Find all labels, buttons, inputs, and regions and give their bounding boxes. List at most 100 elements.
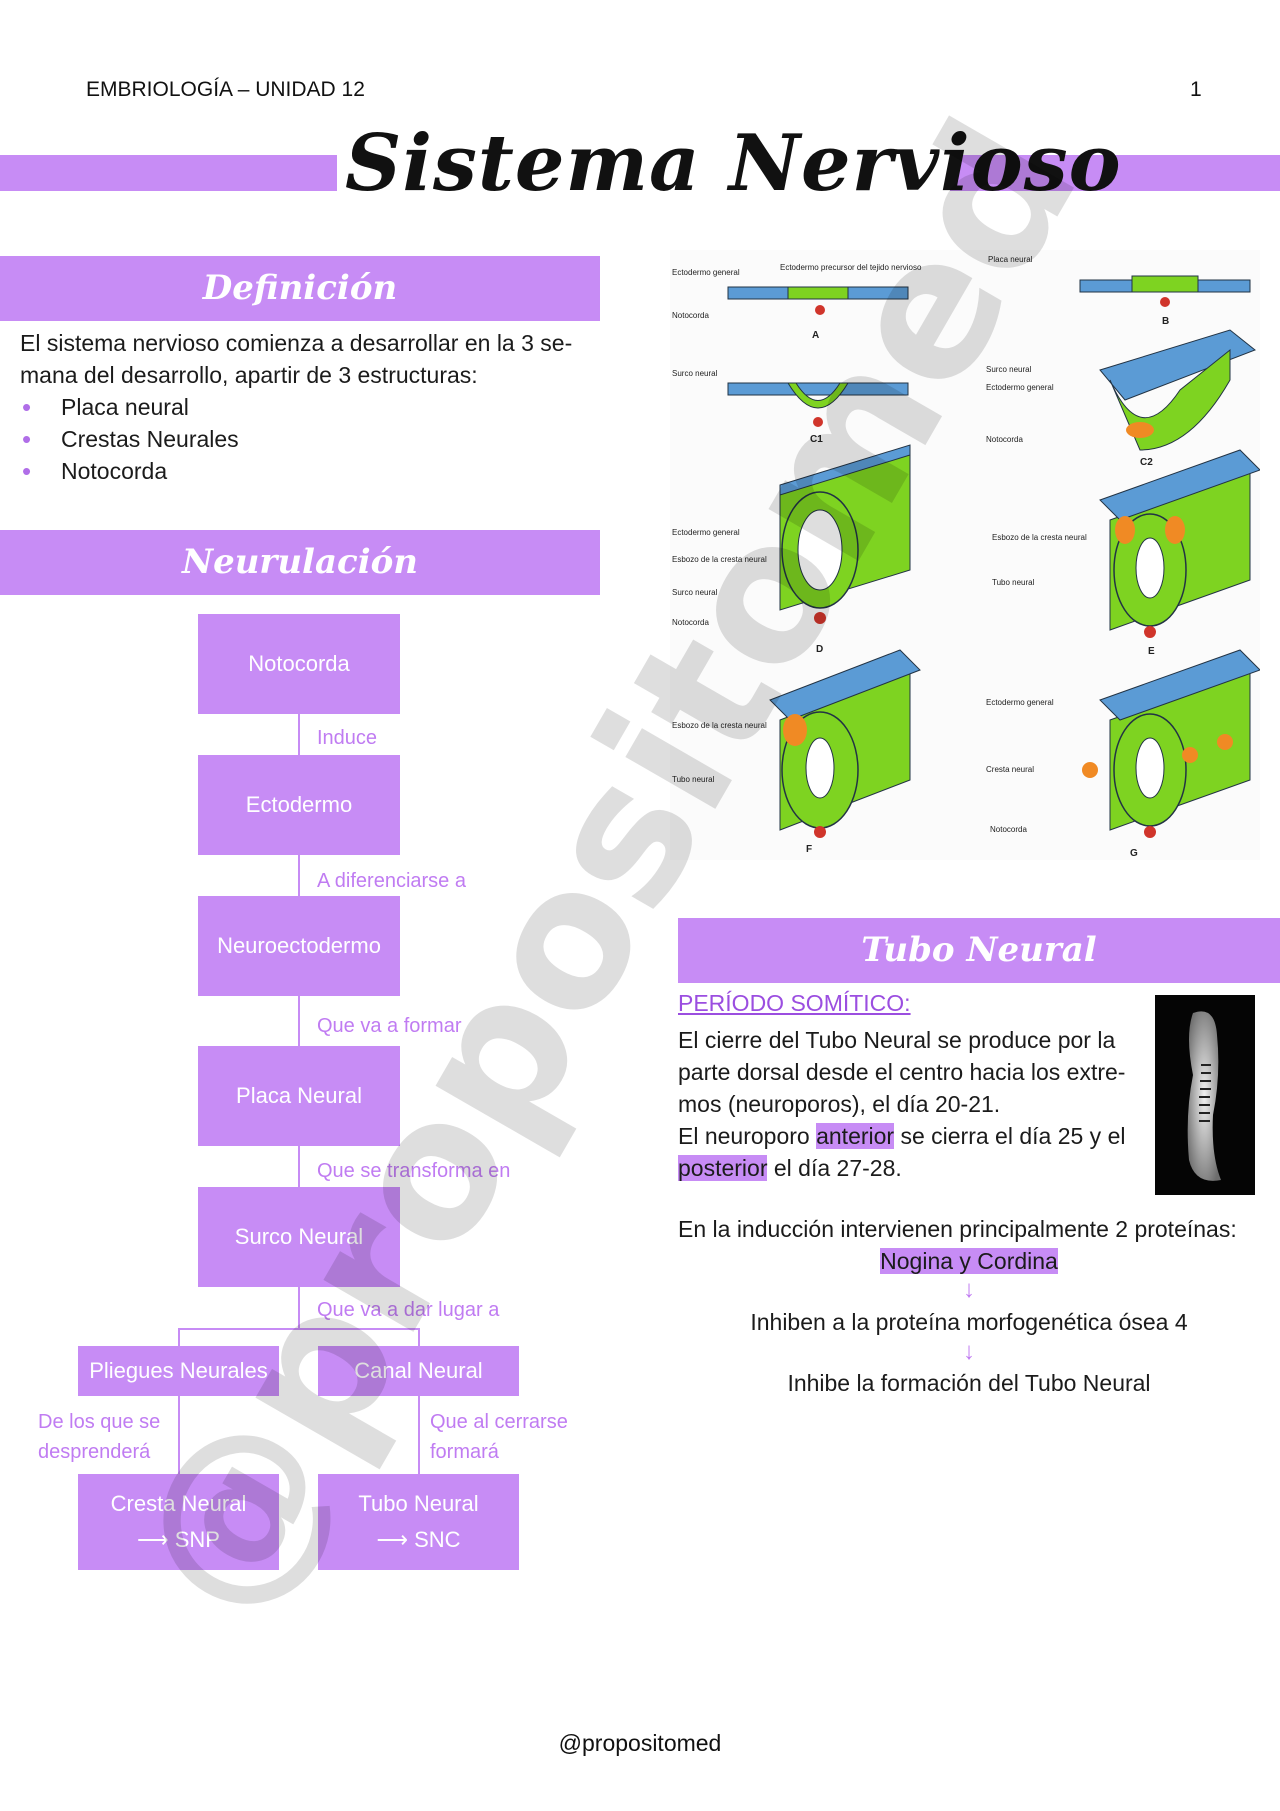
flow-box-pliegues-neurales: Pliegues Neurales: [78, 1346, 279, 1396]
page-title: Sistema Nervioso: [345, 118, 1122, 209]
neurulation-diagram-svg: Ectodermo general Ectodermo precursor de…: [672, 255, 1261, 859]
flow-connector: [298, 996, 300, 1046]
panel-letter: G: [1130, 848, 1138, 859]
box-line: ⟶ SNC: [376, 1527, 461, 1552]
embryo-photo: [1155, 995, 1255, 1195]
flow-connector: [418, 1396, 420, 1474]
label-ectodermo-general: Ectodermo general: [986, 698, 1054, 707]
down-arrow-icon: ↓: [963, 1276, 975, 1303]
flow-box-cresta-neural: Cresta Neural ⟶ SNP: [78, 1474, 279, 1570]
panel-c1: Surco neural C1: [672, 369, 909, 445]
bullet-item: Notocorda: [22, 455, 600, 487]
label-ectodermo-precursor: Ectodermo precursor del tejido nervioso: [780, 263, 922, 272]
flow-label-line: De los que se: [38, 1411, 161, 1433]
flow-connector: [178, 1328, 180, 1346]
box-line: Cresta Neural: [110, 1491, 247, 1516]
label-esbozo-cresta: Esbozo de la cresta neural: [672, 721, 767, 730]
text-line: mos (neuroporos), el día 20-21.: [678, 1091, 1001, 1117]
highlight-anterior: anterior: [816, 1123, 895, 1149]
proteins-line: Nogina y Cordina: [678, 1245, 1260, 1277]
bullet-item: Placa neural: [22, 391, 600, 423]
label-notocorda: Notocorda: [672, 311, 709, 320]
down-arrow-icon: ↓: [963, 1338, 975, 1365]
text-line: parte dorsal desde el centro hacia los e…: [678, 1059, 1126, 1085]
label-esbozo-cresta: Esbozo de la cresta neural: [672, 555, 767, 564]
text-line: posterior el día 27-28.: [678, 1152, 1143, 1184]
flow-box-placa-neural: Placa Neural: [198, 1046, 400, 1146]
text-line: El neuroporo anterior se cierra el día 2…: [678, 1120, 1143, 1152]
flow-connector: [178, 1396, 180, 1474]
panel-letter: C2: [1140, 457, 1153, 468]
label-notocorda: Notocorda: [990, 825, 1027, 834]
flow-connector: [418, 1328, 420, 1346]
panel-letter: C1: [810, 434, 823, 445]
text-span: se cierra el día 25 y el: [894, 1123, 1126, 1149]
neurulation-diagram: Ectodermo general Ectodermo precursor de…: [670, 250, 1261, 860]
flow-connector: [298, 714, 300, 755]
periodo-somitico-heading: PERÍODO SOMÍTICO:: [678, 990, 911, 1016]
flow-label-desprendera: De los que se desprenderá: [38, 1407, 160, 1467]
label-tubo-neural: Tubo neural: [992, 578, 1035, 587]
header-title: EMBRIOLOGÍA – UNIDAD 12: [86, 78, 365, 101]
induccion-text: En la inducción intervienen principalmen…: [678, 1216, 1237, 1242]
section-heading-definicion: Definición: [0, 256, 600, 321]
definicion-line-2: mana del desarrollo, apartir de 3 estruc…: [20, 362, 478, 388]
label-tubo-neural: Tubo neural: [672, 775, 715, 784]
label-esbozo-cresta: Esbozo de la cresta neural: [992, 533, 1087, 542]
flow-label-dar-lugar: Que va a dar lugar a: [317, 1299, 500, 1321]
label-surco-neural: Surco neural: [986, 365, 1032, 374]
panel-b: Placa neural B: [988, 255, 1251, 327]
flow-label-formar: Que va a formar: [317, 1015, 462, 1037]
panel-f: Esbozo de la cresta neural Tubo neural F: [672, 649, 921, 855]
flow-box-canal-neural: Canal Neural: [318, 1346, 519, 1396]
box-line: Tubo Neural: [358, 1491, 479, 1516]
label-ectodermo-general: Ectodermo general: [672, 268, 740, 277]
flow-connector: [298, 1146, 300, 1187]
flow-label-induce: Induce: [317, 727, 378, 749]
label-ectodermo-general: Ectodermo general: [672, 528, 740, 537]
flow-connector: [298, 855, 300, 896]
section-heading-neurulacion: Neurulación: [0, 530, 600, 595]
flow-box-tubo-neural: Tubo Neural ⟶ SNC: [318, 1474, 519, 1570]
footer-handle: @propositomed: [558, 1730, 722, 1756]
flow-label-line: formará: [430, 1441, 499, 1463]
flow-connector: [298, 1287, 300, 1328]
section-heading-tubo-neural: Tubo Neural: [678, 918, 1280, 983]
definicion-paragraph: El sistema nervioso comienza a desarroll…: [20, 327, 600, 487]
flow-label-diferenciarse: A diferenciarse a: [317, 870, 466, 892]
tubo-neural-paragraph: El cierre del Tubo Neural se produce por…: [678, 1024, 1143, 1184]
inhibe-text: Inhibe la formación del Tubo Neural: [787, 1370, 1151, 1396]
panel-letter: D: [816, 644, 823, 655]
label-notocorda: Notocorda: [672, 618, 709, 627]
flow-branch-line: [178, 1328, 419, 1330]
page-number: 1: [1190, 78, 1202, 101]
definicion-line-1: El sistema nervioso comienza a desarroll…: [20, 330, 573, 356]
inhiben-text: Inhiben a la proteína morfogenética ósea…: [750, 1309, 1188, 1335]
panel-a: Ectodermo general Ectodermo precursor de…: [672, 263, 922, 341]
text-line: El cierre del Tubo Neural se produce por…: [678, 1027, 1116, 1053]
flow-box-ectodermo: Ectodermo: [198, 755, 400, 855]
label-notocorda: Notocorda: [986, 435, 1023, 444]
definicion-bullet-list: Placa neural Crestas Neurales Notocorda: [22, 391, 600, 487]
box-line: ⟶ SNP: [137, 1527, 220, 1552]
panel-c2: Surco neural Ectodermo general Notocorda…: [986, 329, 1256, 468]
panel-g: Ectodermo general Cresta neural Notocord…: [986, 649, 1261, 859]
text-span: el día 27-28.: [767, 1155, 902, 1181]
panel-letter: B: [1162, 316, 1169, 327]
flow-box-notocorda: Notocorda: [198, 614, 400, 714]
label-surco-neural: Surco neural: [672, 369, 718, 378]
panel-letter: E: [1148, 646, 1155, 657]
label-cresta-neural: Cresta neural: [986, 765, 1034, 774]
flow-box-neuroectodermo: Neuroectodermo: [198, 896, 400, 996]
text-span: El neuroporo: [678, 1123, 817, 1149]
flow-label-cerrarse: Que al cerrarse formará: [430, 1407, 568, 1467]
panel-e: Esbozo de la cresta neural Tubo neural E: [992, 449, 1261, 657]
panel-d: Ectodermo general Esbozo de la cresta ne…: [672, 444, 911, 655]
flow-box-surco-neural: Surco Neural: [198, 1187, 400, 1287]
highlight-proteins: Nogina y Cordina: [880, 1248, 1058, 1274]
panel-letter: A: [812, 330, 819, 341]
flow-label-line: Que al cerrarse: [430, 1411, 568, 1433]
title-bar-left: [0, 155, 337, 191]
label-placa-neural: Placa neural: [988, 255, 1033, 264]
panel-letter: F: [806, 844, 812, 855]
